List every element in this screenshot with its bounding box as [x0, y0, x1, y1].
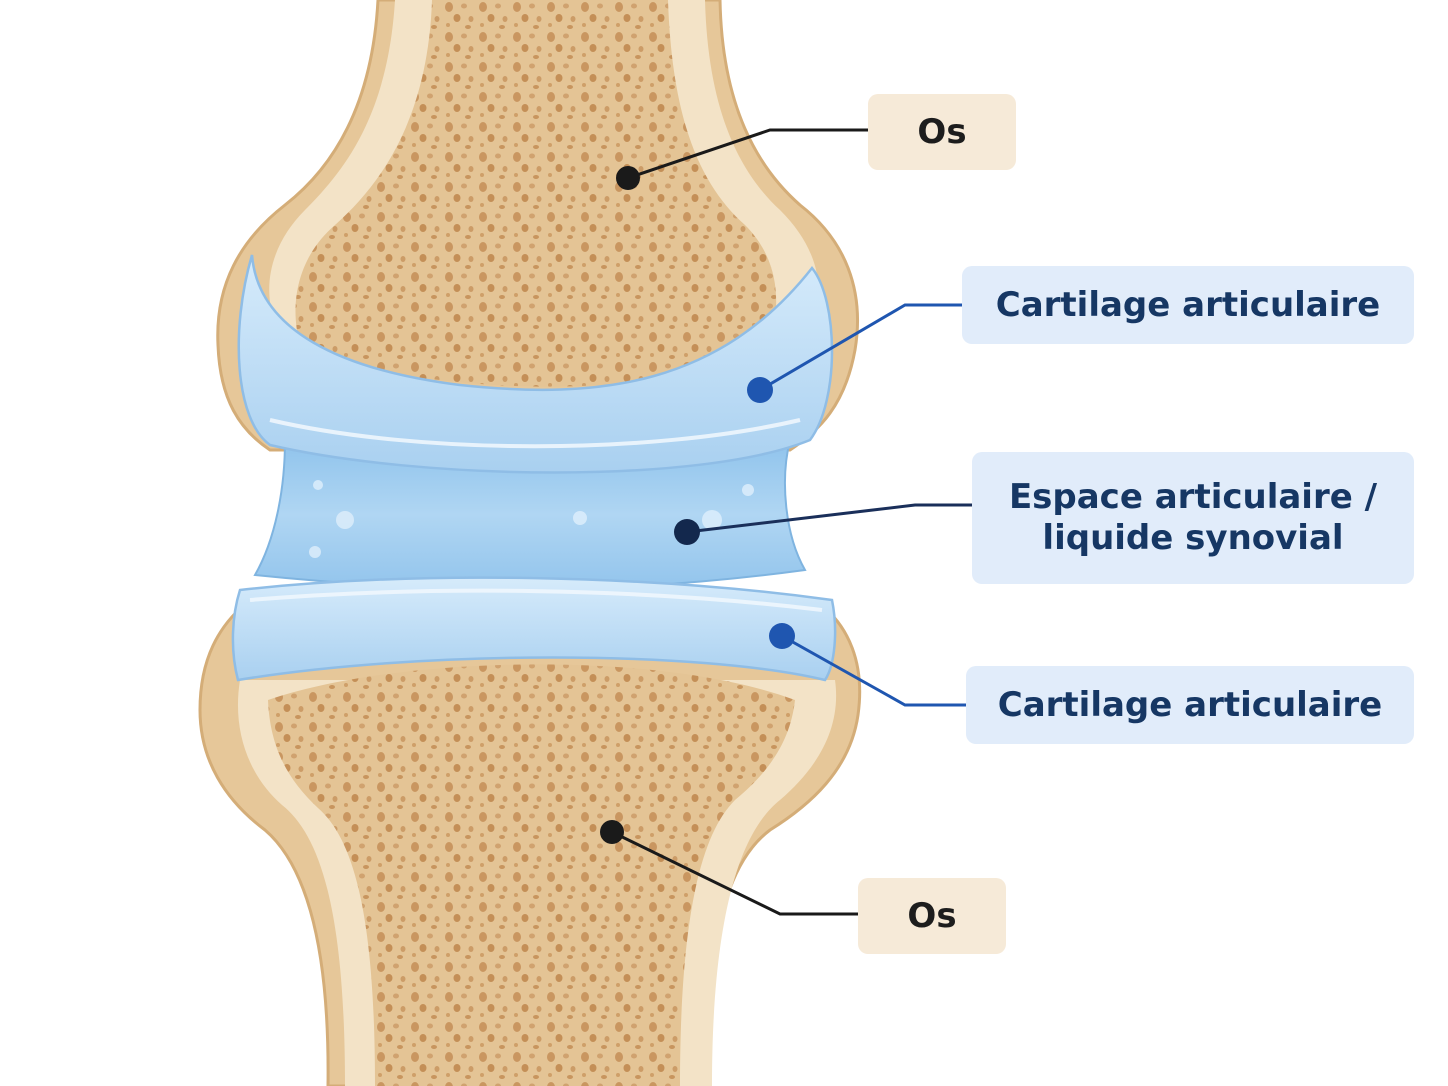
upper-cartilage [237, 254, 834, 474]
dot-joint-space [674, 519, 700, 545]
label-cartilage-top: Cartilage articulaire [962, 266, 1414, 344]
leader-cartilage-top [759, 303, 962, 392]
lower-cartilage [231, 576, 837, 682]
label-bone-bottom-text: Os [907, 895, 957, 936]
dot-bone-top [616, 166, 640, 190]
dot-bone-bottom [600, 820, 624, 844]
label-bone-bottom: Os [858, 878, 1006, 954]
leader-bone-bottom [611, 830, 858, 916]
upper-bone-spongy [295, 0, 777, 387]
label-joint-space-text: Espace articulaire / liquide synovial [1008, 477, 1378, 558]
label-cartilage-bottom: Cartilage articulaire [966, 666, 1414, 744]
lower-bone [198, 598, 862, 1086]
marker-dots [600, 166, 795, 844]
label-bone-top-text: Os [917, 111, 967, 152]
label-cartilage-top-text: Cartilage articulaire [995, 284, 1381, 325]
lower-bone-spongy [268, 664, 795, 1086]
synovial-bubbles [309, 480, 754, 558]
leader-cartilage-bottom [781, 634, 966, 707]
dot-cartilage-bottom [769, 623, 795, 649]
label-cartilage-bottom-text: Cartilage articulaire [997, 684, 1383, 725]
label-joint-space: Espace articulaire / liquide synovial [972, 452, 1414, 584]
lower-cartilage-highlight [249, 588, 823, 612]
upper-cartilage-highlight [269, 418, 801, 449]
label-bone-top: Os [868, 94, 1016, 170]
leader-joint-space [686, 503, 972, 534]
upper-bone [216, 0, 859, 452]
leader-bone-top [627, 128, 868, 180]
dot-cartilage-top [747, 377, 773, 403]
leader-lines [611, 128, 972, 916]
